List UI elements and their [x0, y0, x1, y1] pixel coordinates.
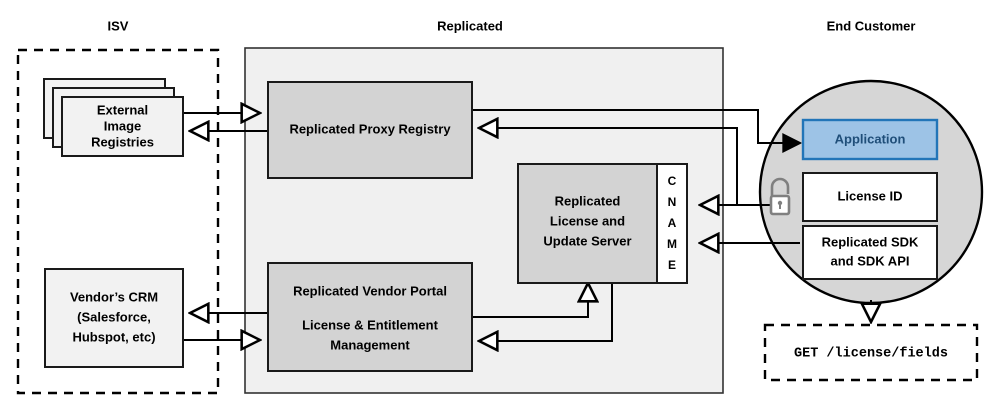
- proxy-registry-label: Replicated Proxy Registry: [289, 121, 451, 136]
- sdk-label-line1: Replicated SDK: [822, 234, 919, 249]
- api-request-box: [763, 323, 979, 382]
- cname-letter-c: C: [668, 174, 677, 188]
- vendor-portal-label-line2: License & Entitlement: [302, 317, 438, 332]
- connector-proxy-to-application: [472, 109, 800, 143]
- vendor-portal-label-line3: Management: [330, 337, 410, 352]
- vendor-crm-label-line1: Vendor’s CRM: [70, 289, 158, 304]
- application-box[interactable]: [801, 118, 939, 161]
- connector-license-server-to-portal: [479, 283, 613, 341]
- license-id-box[interactable]: [802, 172, 938, 222]
- replicated-proxy-registry[interactable]: [267, 81, 473, 179]
- vendor-crm-label-line2: (Salesforce,: [77, 309, 151, 324]
- external-image-registries[interactable]: [61, 96, 184, 157]
- license-server-label-line3: Update Server: [543, 233, 631, 248]
- unlocked-padlock-icon: [769, 177, 791, 216]
- external-registries-label-line1: External: [97, 102, 148, 117]
- api-request-label: GET /license/fields: [794, 347, 948, 362]
- cname-letter-m: M: [667, 237, 677, 251]
- isv-zone-boundary: [16, 48, 220, 395]
- sdk-label-line2: and SDK API: [831, 253, 910, 268]
- vendor-portal-label-line1: Replicated Vendor Portal: [293, 283, 447, 298]
- zone-title-isv: ISV: [108, 18, 129, 33]
- license-id-label: License ID: [837, 188, 902, 203]
- cname-letter-n: N: [668, 195, 677, 209]
- license-server-label-line1: Replicated: [555, 193, 621, 208]
- vendor-crm-box[interactable]: [44, 268, 184, 368]
- external-registries-label-line2: Image: [104, 118, 142, 133]
- cname-letter-e: E: [668, 258, 676, 272]
- zone-title-end-customer: End Customer: [827, 18, 916, 33]
- cname-box[interactable]: [656, 163, 688, 284]
- external-registries-label-line3: Registries: [91, 134, 154, 149]
- zone-title-replicated: Replicated: [437, 18, 503, 33]
- license-server-label-line2: License and: [550, 213, 625, 228]
- replicated-vendor-portal[interactable]: [267, 262, 473, 372]
- replicated-sdk-box[interactable]: [802, 225, 938, 280]
- cname-letter-a: A: [668, 216, 677, 230]
- vendor-crm-label-line3: Hubspot, etc): [72, 329, 155, 344]
- application-label: Application: [835, 131, 906, 146]
- connector-customer-to-proxy: [479, 128, 738, 200]
- connector-portal-to-license-server: [472, 283, 588, 318]
